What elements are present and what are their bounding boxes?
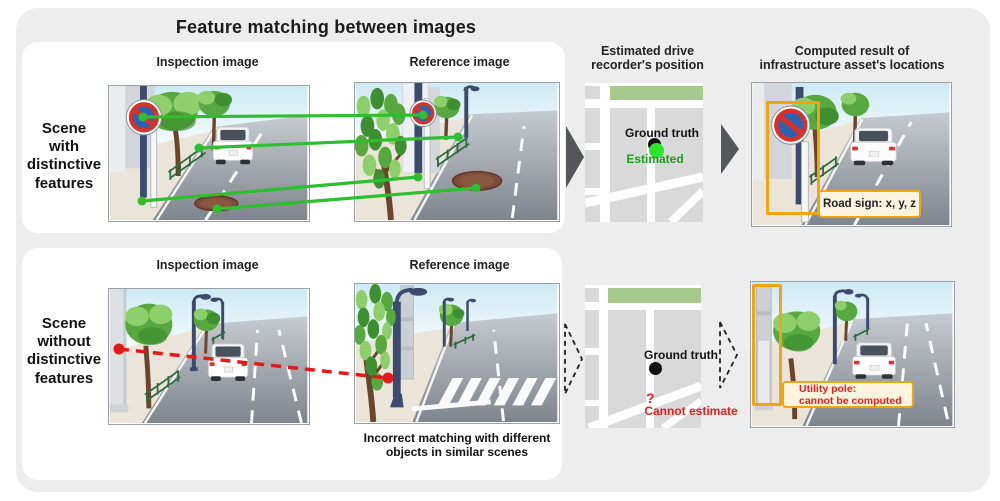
street-lamp-small bbox=[442, 297, 455, 347]
map-bottom bbox=[585, 285, 704, 433]
cannot-estimate-label: Cannot estimate bbox=[644, 404, 738, 418]
map-top bbox=[584, 83, 706, 227]
ground-truth-dot-bottom bbox=[649, 362, 662, 375]
flow-arrow-icon bbox=[721, 124, 739, 174]
no-parking-sign-icon bbox=[125, 99, 163, 136]
city-map-illustration bbox=[584, 83, 706, 225]
figure-title: Feature matching between images bbox=[175, 17, 477, 37]
manhole-icon bbox=[451, 170, 503, 191]
street-scene-illustration bbox=[109, 289, 308, 423]
asset-bounding-box-bottom bbox=[752, 284, 782, 406]
scene-top-inspection bbox=[108, 85, 310, 222]
manhole-icon bbox=[194, 195, 239, 212]
crosswalk bbox=[412, 377, 557, 412]
guardrail bbox=[808, 156, 840, 185]
dashed-flow-arrow-icon bbox=[719, 321, 739, 389]
street-scene-illustration bbox=[109, 86, 308, 220]
map-park-strip bbox=[610, 86, 703, 100]
street-scene-illustration bbox=[355, 284, 558, 422]
utility-pole bbox=[140, 86, 147, 198]
map-column-header: Estimated drive recorder's position bbox=[591, 44, 704, 72]
estimated-label: Estimated bbox=[626, 152, 684, 166]
top-reference-header: Reference image bbox=[409, 55, 510, 69]
asset-bounding-box-top bbox=[766, 101, 820, 215]
street-lamp-far bbox=[466, 298, 477, 331]
guardrail bbox=[453, 333, 476, 349]
estimated-dot bbox=[649, 143, 664, 158]
road-sign-result-label: Road sign: x, y, z bbox=[818, 190, 921, 218]
map-park-strip bbox=[608, 288, 701, 303]
mismatch-caption: Incorrect matching with different object… bbox=[363, 431, 551, 459]
street-lamp bbox=[832, 289, 854, 365]
bottom-inspection-header: Inspection image bbox=[156, 258, 259, 272]
utility-pole bbox=[400, 285, 414, 380]
car bbox=[850, 127, 897, 166]
flow-arrow-icon bbox=[566, 126, 584, 188]
result-column-header: Computed result of infrastructure asset'… bbox=[759, 44, 945, 72]
utility-pole bbox=[795, 86, 804, 205]
tree bbox=[125, 303, 173, 409]
small-tree bbox=[834, 300, 858, 341]
car bbox=[207, 343, 249, 381]
no-parking-sign-icon bbox=[771, 105, 811, 145]
scene-bottom-reference bbox=[354, 283, 560, 424]
bottom-reference-header: Reference image bbox=[409, 258, 510, 272]
car bbox=[852, 342, 897, 379]
city-map-illustration bbox=[585, 285, 704, 433]
street-scene-illustration bbox=[355, 83, 558, 220]
street-lamp-far bbox=[210, 297, 225, 339]
question-mark: ? bbox=[646, 390, 655, 406]
street-lamp bbox=[463, 85, 480, 138]
ground-truth-label-bottom: Ground truth bbox=[644, 348, 718, 362]
scene-bottom-inspection bbox=[108, 288, 310, 425]
street-lamp-large bbox=[389, 287, 428, 408]
street-lamp-far bbox=[854, 293, 870, 330]
top-inspection-header: Inspection image bbox=[156, 55, 259, 69]
ground-truth-label-top: Ground truth bbox=[625, 126, 699, 140]
utility-pole-result-label: Utility pole: cannot be computed bbox=[782, 381, 914, 408]
car bbox=[212, 126, 254, 165]
dashed-flow-arrow-icon bbox=[564, 323, 584, 395]
guardrail bbox=[853, 328, 870, 341]
no-parking-sign-icon bbox=[409, 99, 437, 128]
scene-top-reference bbox=[354, 82, 560, 222]
utility-pole bbox=[414, 83, 423, 174]
